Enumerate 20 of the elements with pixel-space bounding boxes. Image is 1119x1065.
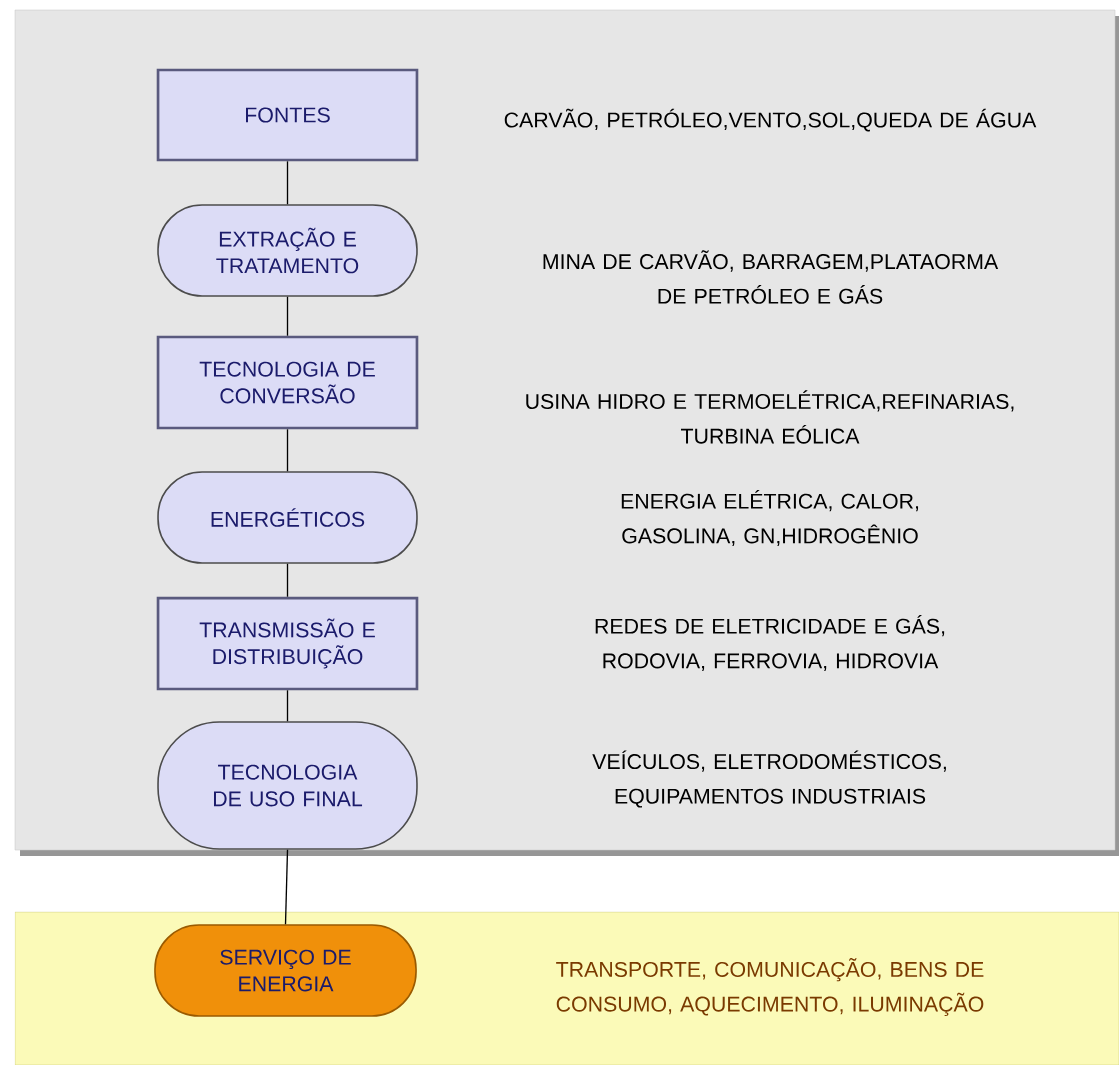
connector-line — [286, 689, 289, 722]
rounded-box: ENERGÉTICOS — [157, 471, 418, 564]
description-text: USINA HIDRO E TERMOELÉTRICA,REFINARIAS, TURBINA EÓLICA — [526, 390, 1014, 444]
rounded-box: TECNOLOGIA DE USO FINAL — [157, 721, 418, 850]
description-text: REDES DE ELETRICIDADE E GÁS, RODOVIA, FERROVIA, HIDROVIA — [595, 615, 945, 671]
connector-line — [286, 160, 289, 205]
description-text: MINA DE CARVÃO, BARRAGEM,PLATAORMA DE PETRÓLEO E GÁS — [543, 250, 999, 304]
process-box: TRANSMISSÃO E DISTRIBUIÇÃO — [156, 596, 419, 691]
rounded-box: EXTRAÇÃO E TRATAMENTO — [157, 204, 418, 297]
description-text: ENERGIA ELÉTRICA, CALOR, GASOLINA, GN,HIDROGÊNIO — [621, 490, 919, 546]
connector-line — [286, 563, 289, 598]
description-text: VEÍCULOS, ELETRODOMÉSTICOS, EQUIPAMENTOS INDUSTRIAIS — [592, 750, 946, 808]
connector-line — [286, 428, 289, 472]
process-box: FONTES — [156, 68, 419, 162]
description-text: CARVÃO, PETRÓLEO,VENTO,SOL,QUEDA DE ÁGUA — [504, 108, 1037, 132]
rounded-box: SERVIÇO DE ENERGIA — [154, 924, 417, 1017]
connector-line — [286, 296, 289, 337]
connector-line — [284, 849, 289, 925]
description-text: TRANSPORTE, COMUNICAÇÃO, BENS DE CONSUMO, AQUECIMENTO, ILUMINAÇÃO — [556, 958, 984, 1016]
process-box: TECNOLOGIA DE CONVERSÃO — [156, 335, 419, 430]
